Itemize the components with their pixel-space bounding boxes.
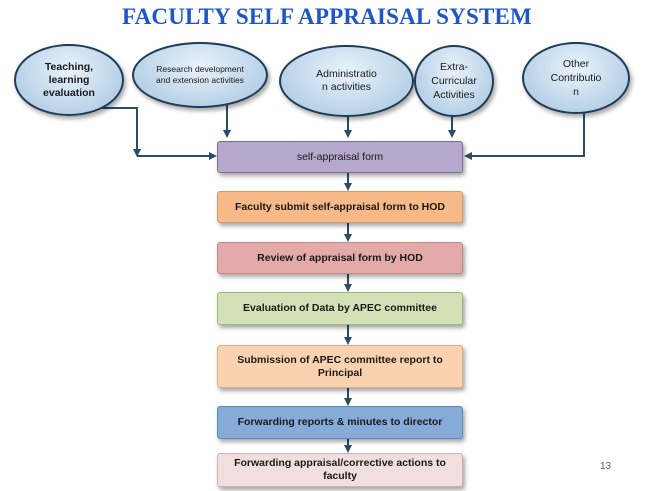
connector-other xyxy=(464,112,585,160)
step-review-by-hod: Review of appraisal form by HOD xyxy=(217,242,463,274)
oval-extra-curricular: Extra- Curricular Activities xyxy=(414,45,494,117)
step-faculty-submit-label: Faculty submit self-appraisal form to HO… xyxy=(234,200,446,213)
step-faculty-submit: Faculty submit self-appraisal form to HO… xyxy=(217,191,463,223)
step-review-by-hod-label: Review of appraisal form by HOD xyxy=(257,251,423,264)
connector-teaching-down xyxy=(90,107,141,157)
step-evaluation-apec-label: Evaluation of Data by APEC committee xyxy=(243,302,437,314)
step-self-appraisal-form-label: self-appraisal form xyxy=(296,150,384,163)
step-forwarding-appraisal: Forwarding appraisal/corrective actions … xyxy=(217,453,463,487)
step-forwarding-reports: Forwarding reports & minutes to director xyxy=(217,406,463,439)
oval-research-label: Research development and extension activ… xyxy=(156,64,244,85)
oval-teaching-label: Teaching, learning evaluation xyxy=(43,60,95,99)
oval-administration: Administratio n activities xyxy=(279,45,414,117)
step-submission-apec-report-label: Submission of APEC committee report to P… xyxy=(237,353,443,379)
oval-administration-label: Administratio n activities xyxy=(316,68,377,93)
step-forwarding-appraisal-label: Forwarding appraisal/corrective actions … xyxy=(234,457,446,482)
step-self-appraisal-form: self-appraisal form xyxy=(217,141,463,173)
oval-extra-curricular-label: Extra- Curricular Activities xyxy=(431,61,477,101)
step-forwarding-reports-label: Forwarding reports & minutes to director xyxy=(237,416,443,428)
oval-research: Research development and extension activ… xyxy=(132,42,268,108)
oval-other-contribution: Other Contributio n xyxy=(522,42,630,114)
oval-other-contribution-label: Other Contributio n xyxy=(550,58,602,98)
step-submission-apec-report: Submission of APEC committee report to P… xyxy=(217,345,463,388)
page-title: FACULTY SELF APPRAISAL SYSTEM xyxy=(122,4,532,29)
step-evaluation-apec: Evaluation of Data by APEC committee xyxy=(217,292,463,325)
oval-teaching: Teaching, learning evaluation xyxy=(14,44,124,116)
slide-number: 13 xyxy=(600,461,612,472)
